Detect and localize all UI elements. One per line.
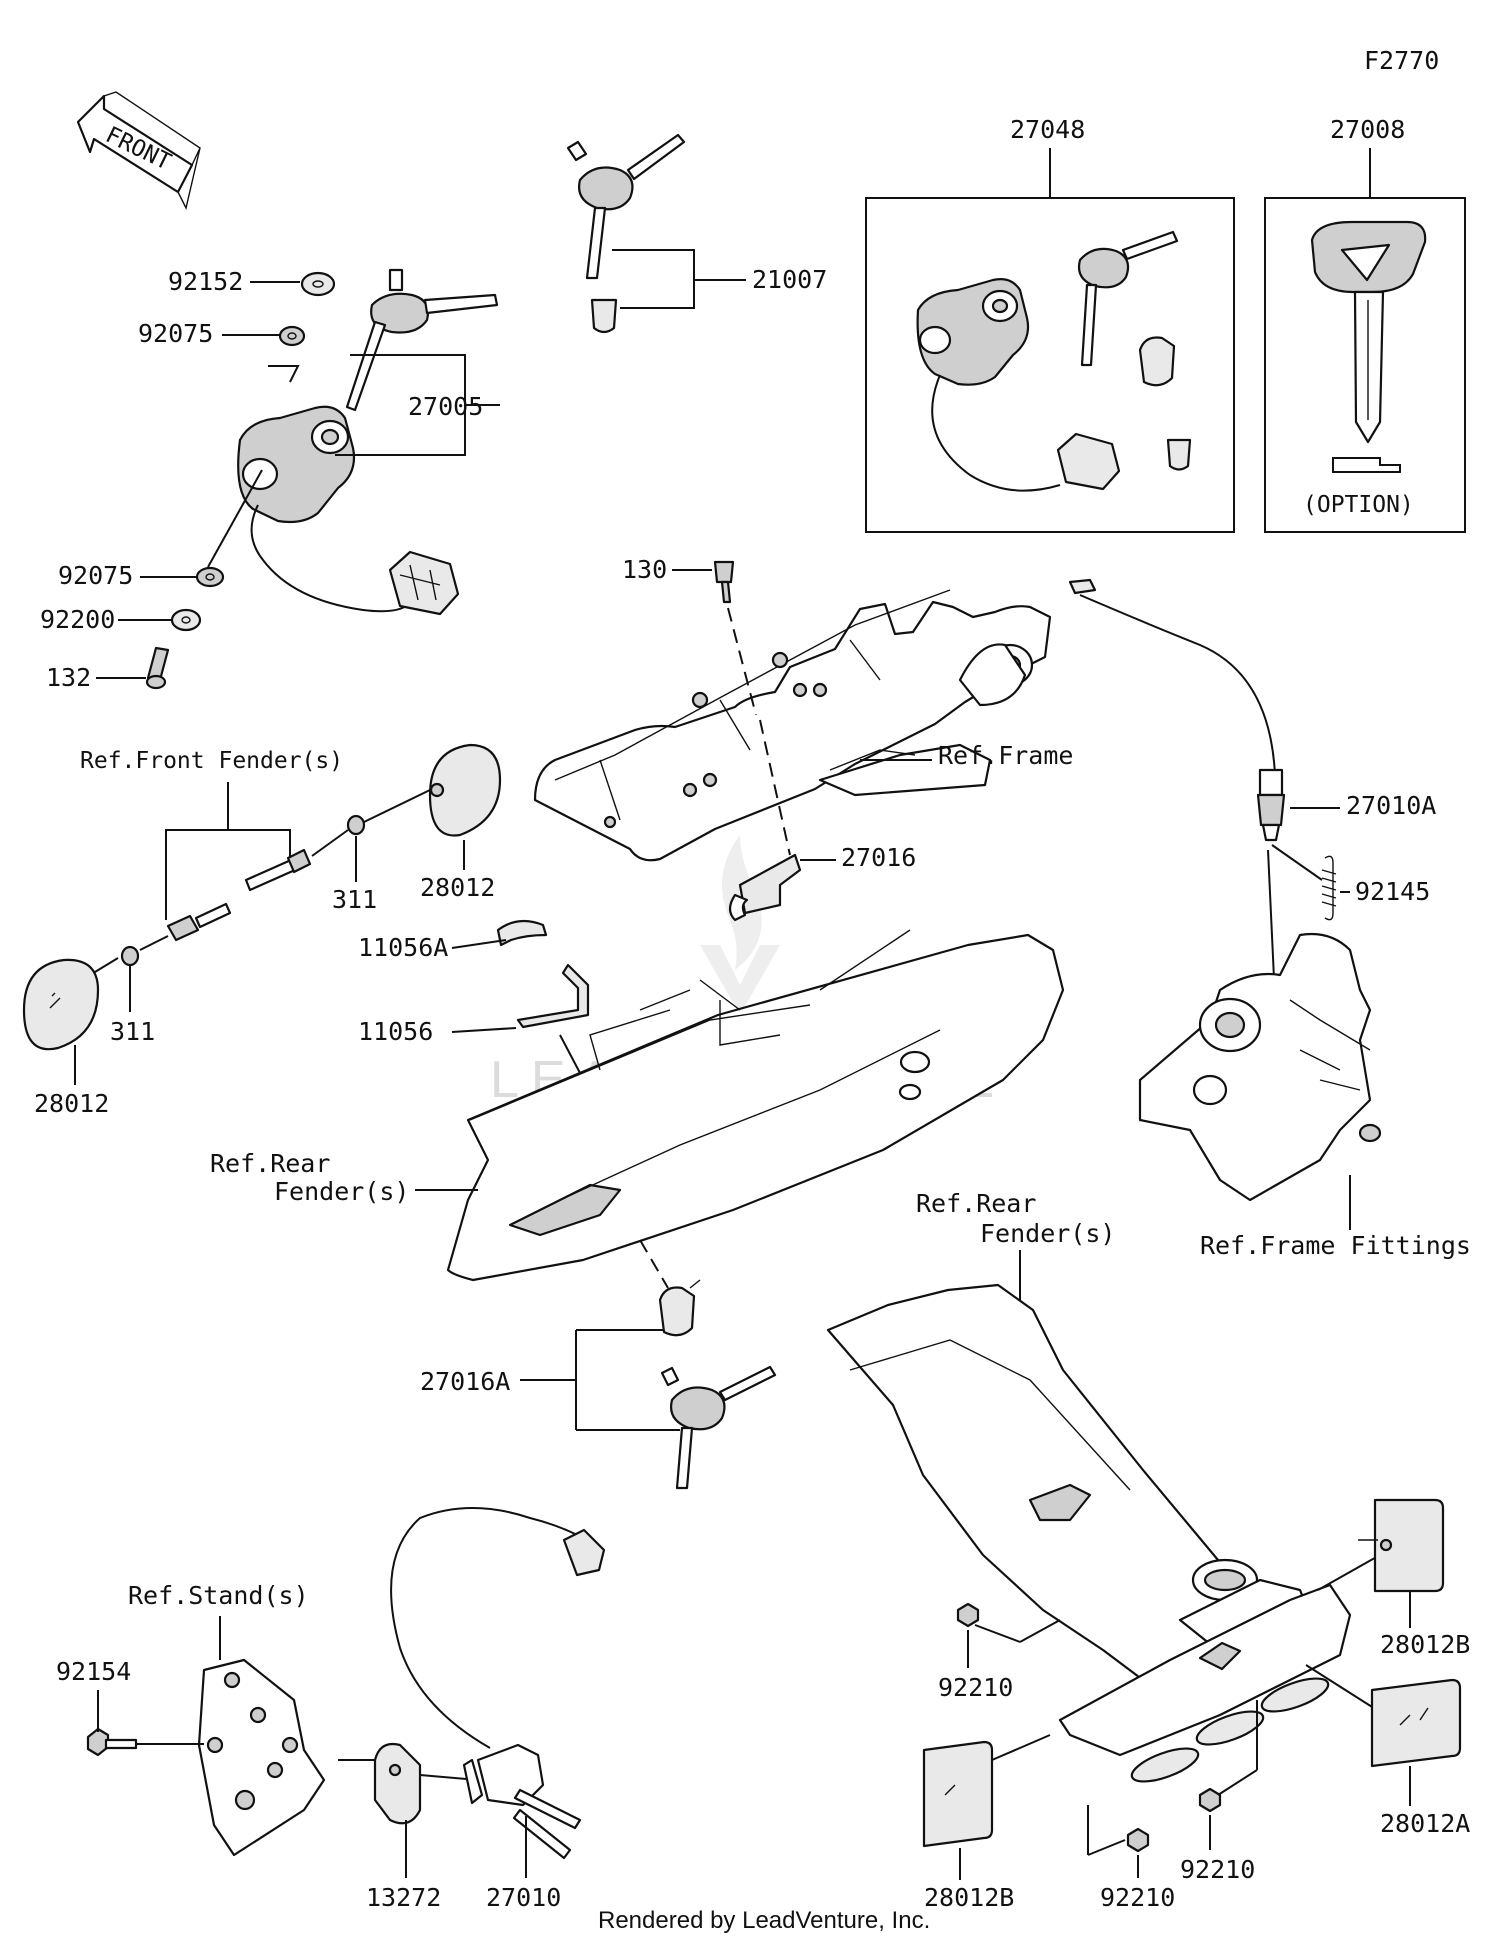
key-set-21007 bbox=[566, 133, 686, 334]
callout-ref-rear-fender-1: Ref.Rear bbox=[210, 1149, 330, 1178]
washer-92152 bbox=[300, 271, 336, 297]
nut-311-lower bbox=[120, 945, 140, 967]
callout-28012a-bottom: 28012A bbox=[1380, 1809, 1470, 1838]
callout-27010a: 27010A bbox=[1346, 791, 1436, 820]
reflector-28012b-top bbox=[1373, 1498, 1445, 1593]
footer-credit: Rendered by LeadVenture, Inc. bbox=[598, 1907, 930, 1934]
callout-132: 132 bbox=[46, 663, 91, 692]
callout-ref-stand: Ref.Stand(s) bbox=[128, 1581, 309, 1610]
callout-92210-middle: 92210 bbox=[1180, 1855, 1255, 1884]
nut-92210-bottom bbox=[1126, 1827, 1150, 1853]
nut-92210-top bbox=[956, 1602, 980, 1628]
callout-11056: 11056 bbox=[358, 1017, 433, 1046]
bracket-27016 bbox=[728, 853, 802, 922]
reflector-28012b-bottom bbox=[922, 1740, 994, 1848]
callout-92210-top: 92210 bbox=[938, 1673, 1013, 1702]
callout-27008: 27008 bbox=[1330, 115, 1405, 144]
nut-92210-middle bbox=[1198, 1787, 1222, 1813]
callout-311-upper: 311 bbox=[332, 885, 377, 914]
front-arrow-icon: FRONT bbox=[76, 91, 201, 211]
callout-11056a: 11056A bbox=[358, 933, 448, 962]
option-label: (OPTION) bbox=[1303, 492, 1414, 518]
reflector-28012-right bbox=[428, 743, 502, 837]
callout-311-lower: 311 bbox=[110, 1017, 155, 1046]
figure-code: F2770 bbox=[1364, 46, 1439, 75]
rear-fender-upper bbox=[446, 929, 1065, 1282]
callout-ref-frame-fittings: Ref.Frame Fittings bbox=[1200, 1231, 1471, 1260]
callout-ref-frame: Ref.Frame bbox=[938, 741, 1073, 770]
washer-92075-bottom bbox=[195, 566, 225, 588]
lock-27016a bbox=[658, 1279, 701, 1337]
callout-ref-rear-fender-b2: Fender(s) bbox=[980, 1219, 1115, 1248]
stand-bracket bbox=[197, 1658, 326, 1857]
switch-27010a bbox=[1068, 578, 1286, 842]
callout-92075-top: 92075 bbox=[138, 319, 213, 348]
callout-ref-front-fender: Ref.Front Fender(s) bbox=[80, 748, 343, 774]
callout-21007: 21007 bbox=[752, 265, 827, 294]
callout-130: 130 bbox=[622, 555, 667, 584]
stud-front-fender-upper bbox=[244, 848, 312, 892]
key-blank-27008 bbox=[1310, 220, 1427, 444]
spring-92145 bbox=[1321, 855, 1337, 921]
callout-92200: 92200 bbox=[40, 605, 115, 634]
callout-92075-bottom: 92075 bbox=[58, 561, 133, 590]
callout-27010: 27010 bbox=[486, 1883, 561, 1912]
callout-28012-right: 28012 bbox=[420, 873, 495, 902]
key-27005 bbox=[345, 268, 499, 412]
nut-311-upper bbox=[346, 814, 366, 836]
bracket-11056 bbox=[516, 963, 590, 1029]
bolt-92154 bbox=[86, 1727, 138, 1757]
washer-92200 bbox=[170, 608, 202, 632]
bolt-132 bbox=[145, 646, 170, 690]
callout-92210-bottom: 92210 bbox=[1100, 1883, 1175, 1912]
rear-fender-lower bbox=[826, 1283, 1352, 1783]
callout-28012-left: 28012 bbox=[34, 1089, 109, 1118]
kit-box-27008 bbox=[1264, 197, 1466, 533]
callout-92145: 92145 bbox=[1355, 877, 1430, 906]
callout-92154: 92154 bbox=[56, 1657, 131, 1686]
reflector-28012-left bbox=[22, 958, 100, 1051]
bracket-11056a bbox=[496, 919, 548, 947]
switch-27010 bbox=[390, 1507, 606, 1860]
callout-27016a: 27016A bbox=[420, 1367, 510, 1396]
callout-ref-rear-fender-2: Fender(s) bbox=[274, 1177, 409, 1206]
stud-front-fender-lower bbox=[166, 902, 232, 942]
callout-27005: 27005 bbox=[408, 392, 483, 421]
callout-27016: 27016 bbox=[841, 843, 916, 872]
bolt-130 bbox=[713, 560, 735, 604]
callout-28012b-bottom: 28012B bbox=[924, 1883, 1014, 1912]
callout-27048: 27048 bbox=[1010, 115, 1085, 144]
kit-box-27048 bbox=[865, 197, 1235, 533]
ignition-switch-27005 bbox=[237, 405, 460, 616]
callout-ref-rear-fender-b1: Ref.Rear bbox=[916, 1189, 1036, 1218]
frame-fittings bbox=[1138, 932, 1382, 1202]
reflector-28012a-bottom bbox=[1370, 1678, 1462, 1768]
key-cut-symbol bbox=[1332, 457, 1401, 473]
key-27016a bbox=[660, 1365, 777, 1490]
kit-27048-contents bbox=[916, 230, 1192, 492]
callout-92152: 92152 bbox=[168, 267, 243, 296]
frame-section bbox=[533, 589, 1052, 862]
plate-13272 bbox=[373, 1742, 422, 1825]
callout-28012b-top: 28012B bbox=[1380, 1630, 1470, 1659]
callout-13272: 13272 bbox=[366, 1883, 441, 1912]
washer-92075-top bbox=[278, 325, 306, 347]
